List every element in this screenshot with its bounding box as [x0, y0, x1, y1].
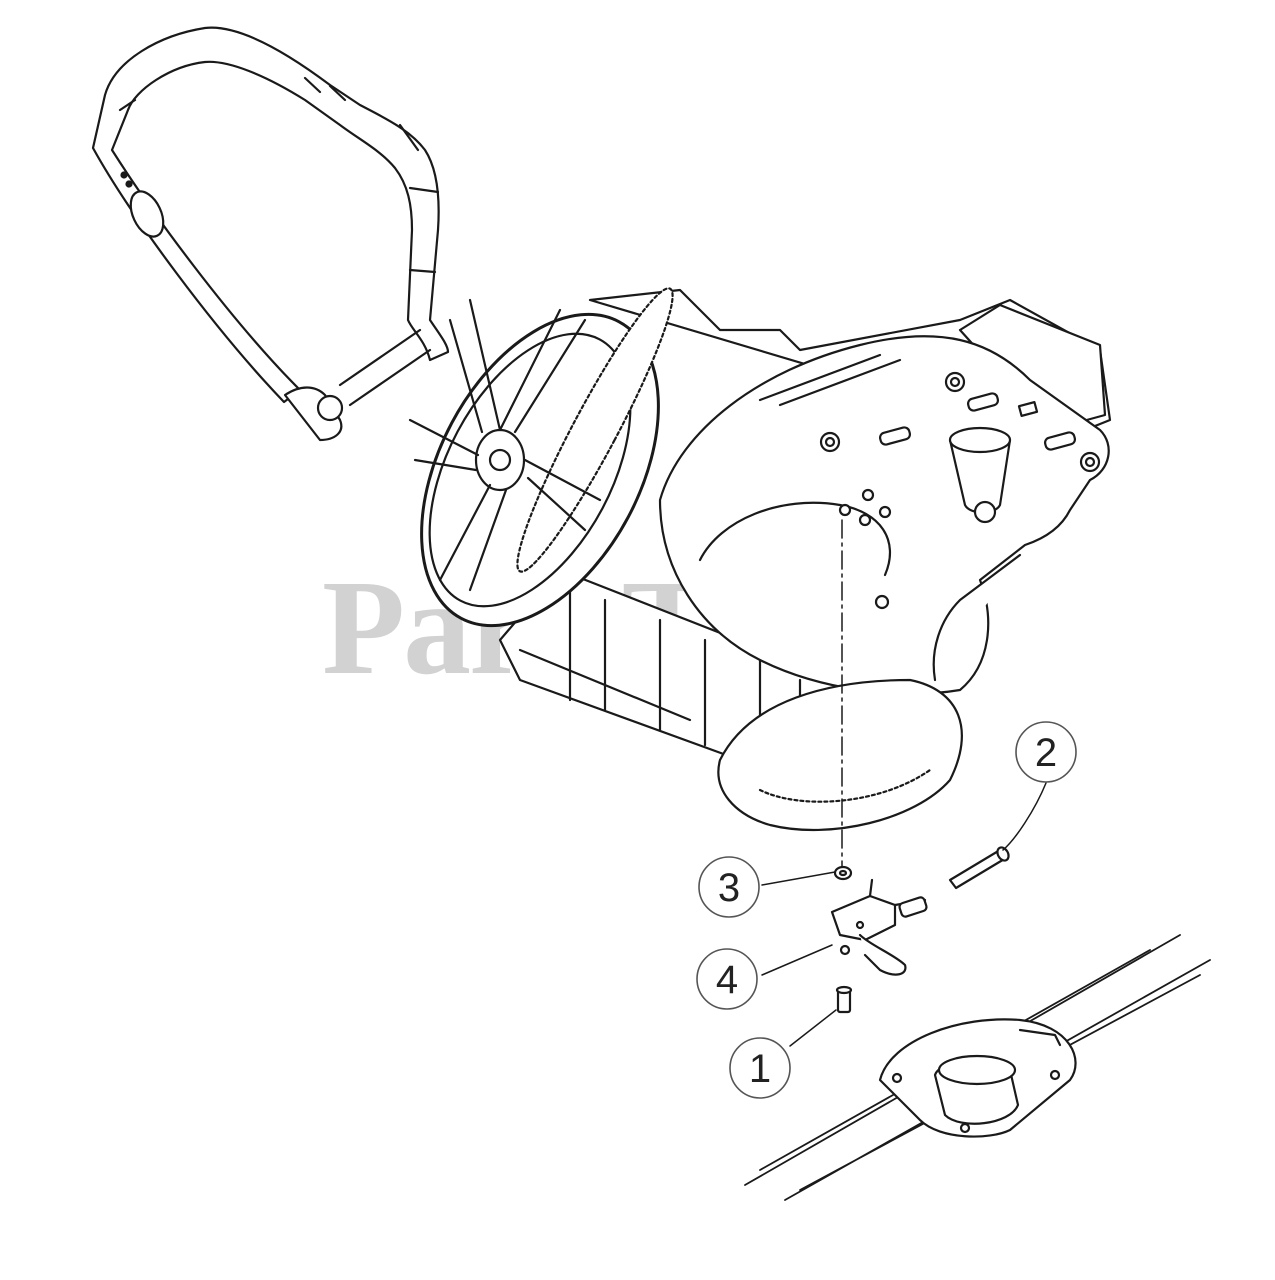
part-4-adapter	[830, 878, 928, 976]
deck	[658, 335, 1110, 695]
callout-3-label: 3	[718, 866, 740, 910]
front-wheel	[408, 287, 674, 628]
callout-2[interactable]: 2	[1015, 721, 1077, 783]
leader-3	[761, 871, 836, 886]
rear-wheel	[717, 678, 963, 832]
leader-4	[761, 944, 833, 976]
handle-assembly	[91, 26, 450, 442]
exploded-parts	[830, 846, 1010, 1014]
callout-4-label: 4	[716, 958, 738, 1002]
callout-4[interactable]: 4	[696, 948, 758, 1010]
callout-2-label: 2	[1035, 731, 1057, 775]
leader-2	[1002, 782, 1047, 851]
callout-1-label: 1	[749, 1047, 771, 1091]
part-3-nut	[833, 865, 853, 881]
part-2-pin	[948, 846, 1010, 890]
leader-1	[789, 1009, 837, 1047]
leader-lines	[761, 782, 1047, 1047]
callout-1[interactable]: 1	[729, 1037, 791, 1099]
callout-3[interactable]: 3	[698, 856, 760, 918]
trimmer-head	[744, 934, 1211, 1201]
part-1-bolt	[835, 985, 853, 1014]
